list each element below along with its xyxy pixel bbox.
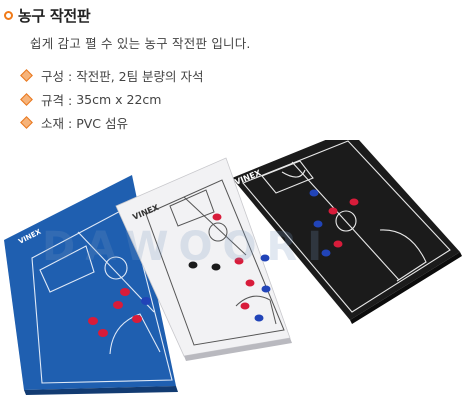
product-image: VINEX VINEX bbox=[4, 140, 462, 395]
orange-circle-icon bbox=[4, 10, 13, 20]
spec-item-composition: 구성 : 작전판, 2팀 분량의 자석 bbox=[20, 66, 204, 85]
spec-label: 소재 : bbox=[41, 116, 73, 131]
spec-item-material: 소재 : PVC 섬유 bbox=[20, 113, 128, 132]
intro-text: 쉽게 감고 펼 수 있는 농구 작전판 입니다. bbox=[30, 36, 251, 51]
white-board: VINEX bbox=[115, 157, 292, 361]
spec-value: 작전판, 2팀 분량의 자석 bbox=[76, 69, 204, 84]
watermark: DAWOORI bbox=[42, 224, 333, 270]
diamond-bullet-icon bbox=[20, 93, 33, 106]
spec-label: 구성 : bbox=[41, 69, 73, 84]
diamond-bullet-icon bbox=[20, 116, 33, 129]
spec-label: 규격 : bbox=[41, 93, 73, 108]
spec-value: 35cm x 22cm bbox=[76, 92, 162, 107]
spec-item-size: 규격 : 35cm x 22cm bbox=[20, 90, 162, 109]
spec-value: PVC 섬유 bbox=[76, 116, 128, 131]
title-row: 농구 작전판 bbox=[4, 6, 91, 25]
page-title: 농구 작전판 bbox=[18, 6, 91, 25]
diamond-bullet-icon bbox=[20, 69, 33, 82]
black-board: VINEX bbox=[232, 140, 462, 324]
